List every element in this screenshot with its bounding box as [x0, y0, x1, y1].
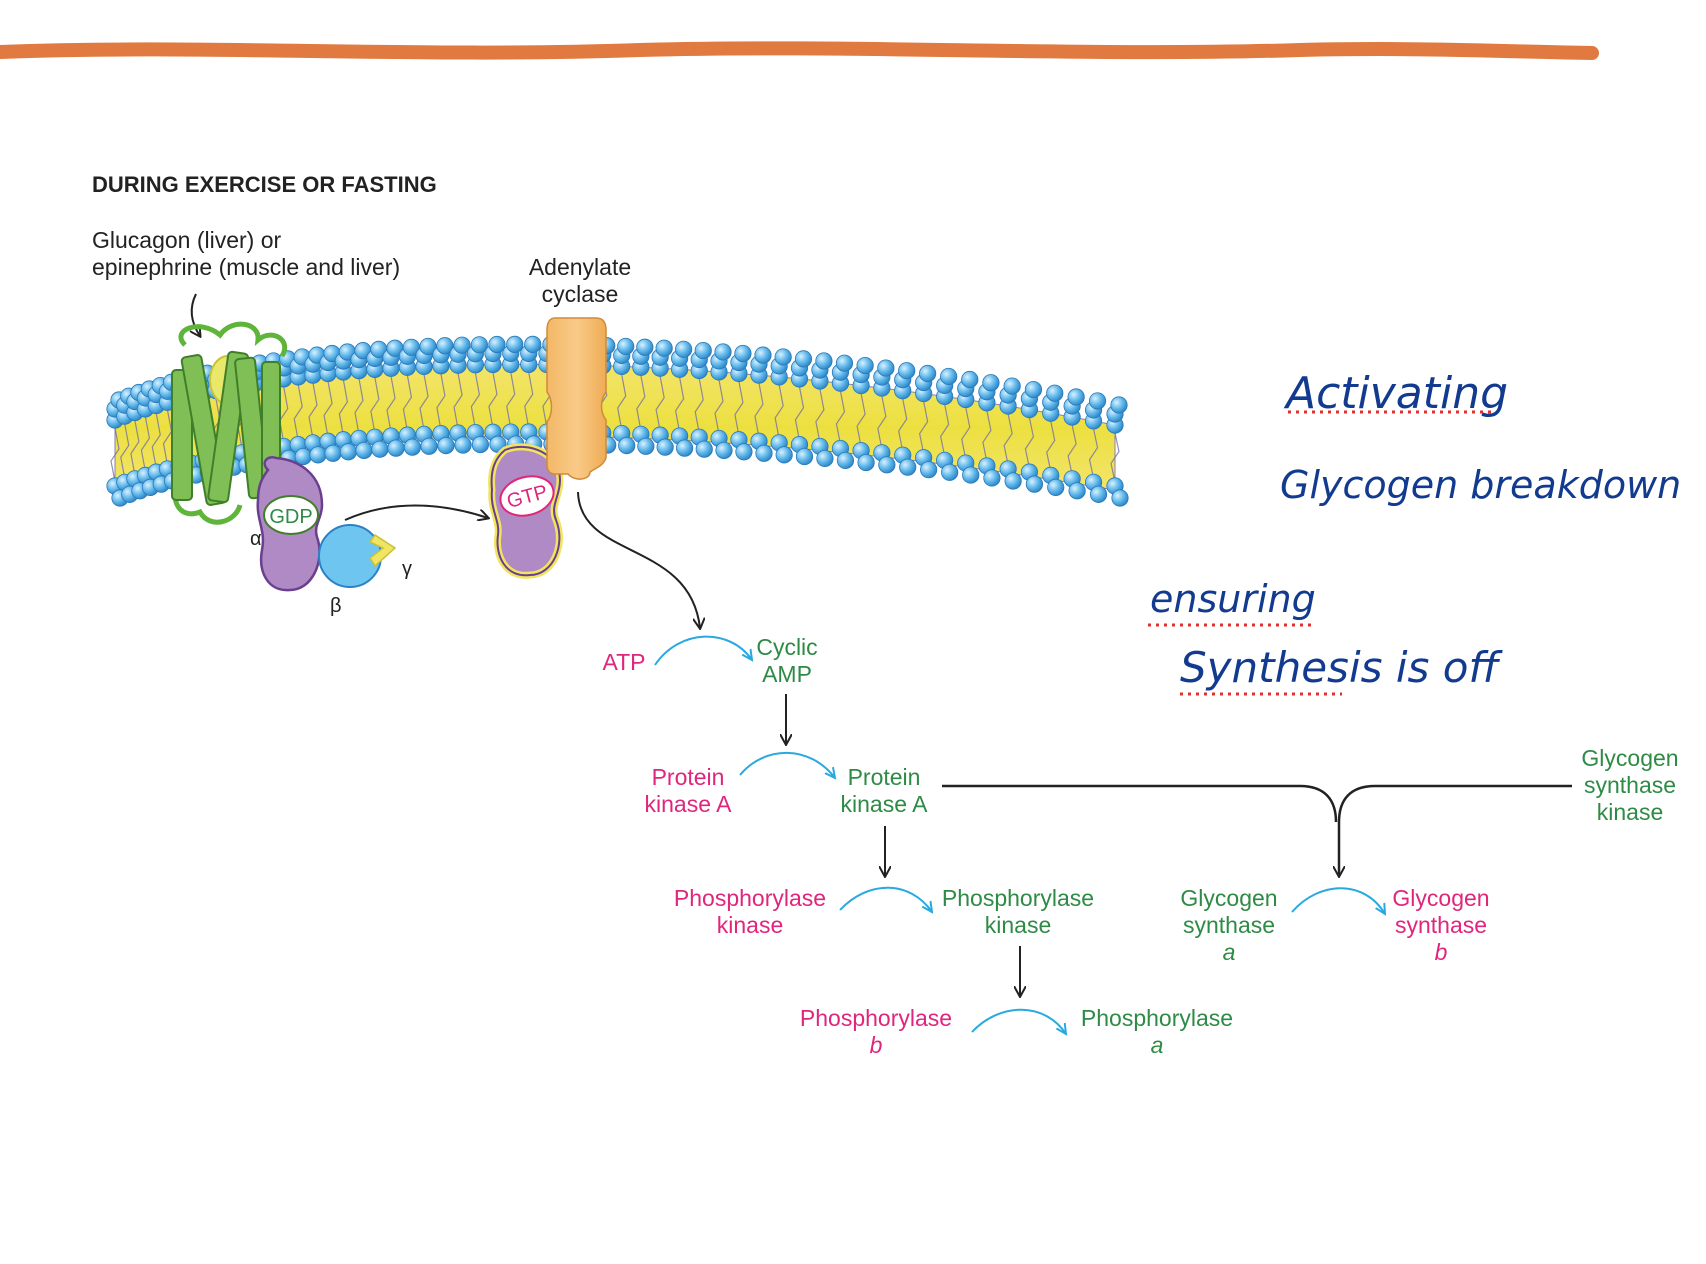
- camp-label-line2: AMP: [762, 661, 812, 687]
- hormone-label-line2: epinephrine (muscle and liver): [92, 254, 400, 280]
- gs-b-line3: b: [1435, 939, 1448, 965]
- pka-active-line2: kinase A: [841, 791, 929, 817]
- atp-label: ATP: [602, 649, 645, 675]
- pka-cycle-arrow: [739, 751, 835, 778]
- gs-a-line2: synthase: [1183, 912, 1275, 938]
- phos-a-line1: Phosphorylase: [1081, 1005, 1233, 1031]
- phos-cycle-arrow: [971, 1008, 1066, 1034]
- note1-line2: Glycogen breakdown: [1280, 463, 1681, 507]
- camp-label-line1: Cyclic: [756, 634, 817, 660]
- phos-b-line2: b: [870, 1032, 883, 1058]
- note2-line1: ensuring: [1150, 577, 1316, 621]
- gdp-label: GDP: [269, 506, 312, 528]
- gs-a-line3: a: [1223, 939, 1236, 965]
- handwritten-note-1: Activating Glycogen breakdown: [1280, 368, 1681, 507]
- g-protein-active: GTP: [488, 443, 564, 579]
- adenylate-cyclase: [546, 317, 607, 480]
- pka-inactive-line1: Protein: [652, 764, 725, 790]
- pka-active-line1: Protein: [848, 764, 921, 790]
- phk-active-line1: Phosphorylase: [942, 885, 1094, 911]
- handwritten-note-2: ensuring Synthesis is off: [1148, 577, 1503, 696]
- beta-label: β: [330, 595, 342, 617]
- gs-a-line1: Glycogen: [1180, 885, 1277, 911]
- phos-a-line2: a: [1151, 1032, 1164, 1058]
- phos-b-line1: Phosphorylase: [800, 1005, 952, 1031]
- phk-inactive-line2: kinase: [717, 912, 783, 938]
- activation-arrow: [344, 504, 488, 521]
- gsk-gs-connector: [1339, 784, 1572, 876]
- phk-inactive-line1: Phosphorylase: [674, 885, 826, 911]
- atp-cycle-arrow: [654, 635, 752, 666]
- gsk-line2: synthase: [1584, 772, 1676, 798]
- alpha-label: α: [250, 528, 262, 550]
- phk-cycle-arrow: [839, 886, 932, 912]
- hormone-arrow: [192, 293, 200, 336]
- hormone-label-line1: Glucagon (liver) or: [92, 227, 282, 253]
- gsk-line1: Glycogen: [1581, 745, 1678, 771]
- pka-gs-connector: [942, 784, 1338, 823]
- note2-line2: Synthesis is off: [1180, 643, 1503, 692]
- gs-b-line1: Glycogen: [1392, 885, 1489, 911]
- adenylate-cyclase-label-line1: Adenylate: [529, 254, 631, 280]
- gamma-label: γ: [402, 558, 412, 580]
- cyclase-to-camp-arrow: [577, 491, 700, 628]
- pka-inactive-line2: kinase A: [645, 791, 733, 817]
- adenylate-cyclase-label-line2: cyclase: [542, 281, 619, 307]
- phk-active-line2: kinase: [985, 912, 1051, 938]
- gsk-line3: kinase: [1597, 799, 1663, 825]
- figure-heading: DURING EXERCISE OR FASTING: [92, 172, 437, 197]
- gs-b-line2: synthase: [1395, 912, 1487, 938]
- top-brush-stroke: [0, 41, 1599, 60]
- receptor-7tm: [171, 321, 287, 525]
- g-protein-inactive: GDP α β γ: [250, 456, 412, 617]
- gs-cycle-arrow: [1291, 887, 1385, 914]
